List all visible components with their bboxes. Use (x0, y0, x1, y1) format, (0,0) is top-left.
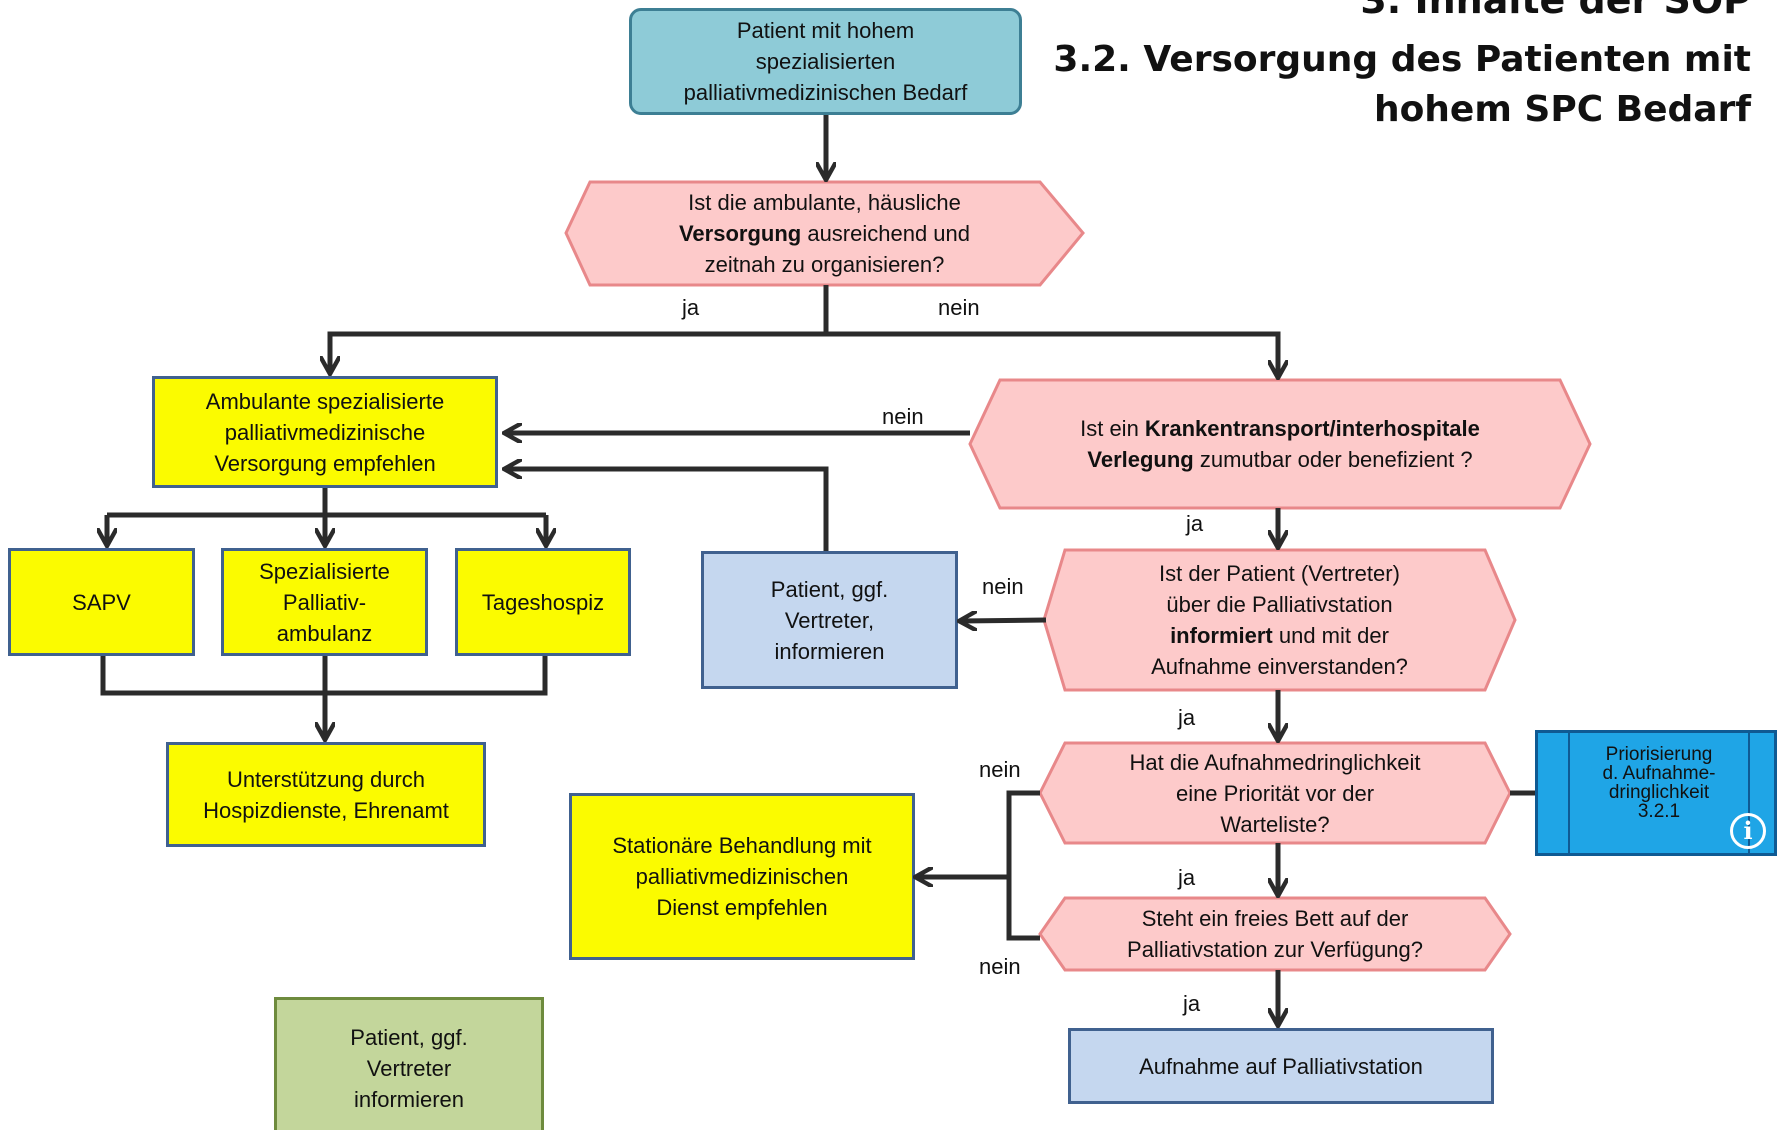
hospizdienste-box: Unterstützung durch Hospizdienste, Ehren… (166, 742, 486, 847)
ambulant-versorgung-empfehlen: Ambulante spezialisierte palliativmedizi… (152, 376, 498, 488)
hospizdienste-label: Unterstützung durch Hospizdienste, Ehren… (203, 766, 449, 823)
tageshospiz-label: Tageshospiz (481, 589, 605, 615)
label-nein-prioritaet: nein (979, 757, 1021, 782)
sapv-label: SAPV (72, 589, 131, 615)
decision-informiert: Ist der Patient (Vertreter) über die Pal… (1044, 550, 1515, 690)
tageshospiz-box: Tageshospiz (455, 548, 631, 656)
priorisierung-label: Priorisierung d. Aufnahme- dringlichkeit… (1602, 744, 1716, 822)
start-node-label: Patient mit hohem spezialisierten pallia… (683, 18, 968, 105)
page-title-line1: 3. Inhalte der SOP (1360, 0, 1751, 22)
info-icon[interactable]: i (1730, 813, 1766, 849)
stationaer-behandlung-box: Stationäre Behandlung mit palliativmediz… (569, 793, 915, 960)
decision-bett-label: Steht ein freies Bett auf der Palliativs… (1127, 906, 1423, 962)
patient-informieren-green: Patient, ggf. Vertreter informieren (274, 997, 544, 1130)
patient-informieren-green-label: Patient, ggf. Vertreter informieren (350, 1025, 468, 1112)
decision-freies-bett: Steht ein freies Bett auf der Palliativs… (1040, 898, 1510, 970)
page-title-line3: hohem SPC Bedarf (1373, 89, 1751, 130)
decision-prioritaet-label: Hat die Aufnahmedringlichkeit eine Prior… (1129, 749, 1421, 837)
page-title-line2: 3.2. Versorgung des Patienten mit (1053, 39, 1751, 80)
decision-prioritaet: Hat die Aufnahmedringlichkeit eine Prior… (1040, 743, 1510, 843)
ambulant-versorgung-label: Ambulante spezialisierte palliativmedizi… (205, 388, 445, 476)
label-ja-ambulant: ja (682, 295, 700, 320)
decision-shape-ambulant (564, 180, 1085, 287)
decision-transport-label: Ist ein Krankentransport/interhospitale … (1080, 416, 1480, 472)
decision-krankentransport: Ist ein Krankentransport/interhospitale … (970, 380, 1590, 508)
priorisierung-box[interactable]: Priorisierung d. Aufnahme- dringlichkeit… (1535, 730, 1777, 856)
decision-ambulant-versorgung: Ist die ambulante, häusliche Versorgung … (566, 182, 1083, 285)
sapv-box: SAPV (8, 548, 195, 656)
priorisierung-divider-right (1748, 733, 1750, 853)
decision-ambulant-label: Ist die ambulante, häusliche Versorgung … (678, 190, 971, 277)
start-node: Patient mit hohem spezialisierten pallia… (629, 8, 1022, 115)
aufnahme-label: Aufnahme auf Palliativstation (1139, 1053, 1423, 1079)
label-nein-informiert: nein (982, 574, 1024, 599)
label-ja-transport: ja (1186, 511, 1204, 536)
priorisierung-divider-left (1568, 733, 1570, 853)
label-nein-transport: nein (882, 404, 924, 429)
decision-informiert-label: Ist der Patient (Vertreter) über die Pal… (1151, 561, 1408, 679)
palliativambulanz-box: Spezialisierte Palliativ- ambulanz (221, 548, 428, 656)
decision-shape-prioritaet (1038, 741, 1512, 845)
decision-shape-bett (1038, 896, 1512, 972)
decision-shape-transport (968, 378, 1592, 510)
aufnahme-palliativstation-box: Aufnahme auf Palliativstation (1068, 1028, 1494, 1104)
label-nein-ambulant: nein (938, 295, 980, 320)
patient-informieren-blue: Patient, ggf. Vertreter, informieren (701, 551, 958, 689)
label-ja-informiert: ja (1178, 705, 1196, 730)
patient-informieren-blue-label: Patient, ggf. Vertreter, informieren (770, 576, 889, 664)
label-nein-bett: nein (979, 954, 1021, 979)
label-ja-prioritaet: ja (1178, 865, 1196, 890)
stationaer-behandlung-label: Stationäre Behandlung mit palliativmediz… (612, 833, 872, 920)
palliativambulanz-label: Spezialisierte Palliativ- ambulanz (259, 558, 390, 646)
label-ja-bett: ja (1183, 991, 1201, 1016)
